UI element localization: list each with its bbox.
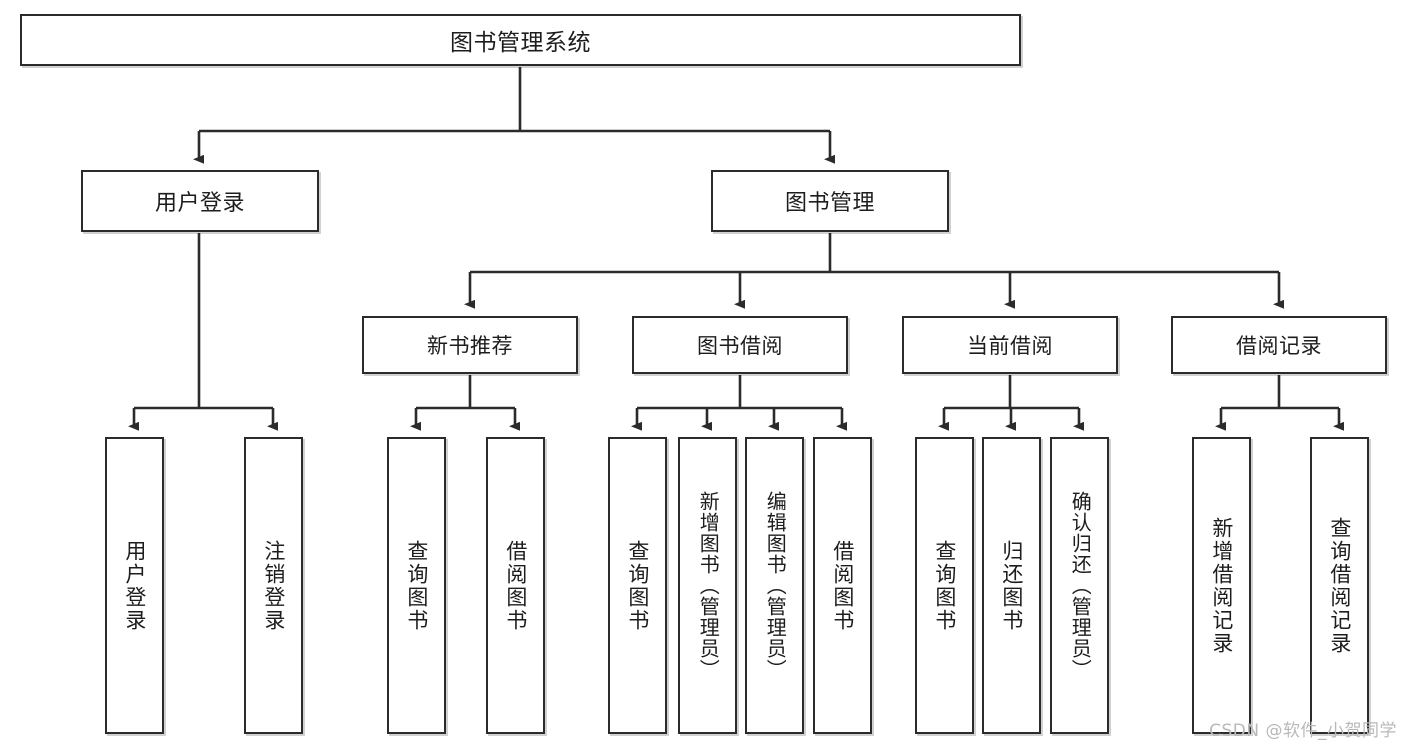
node-label: 新增图书（管理员） bbox=[696, 491, 721, 680]
node-label: 查询图书 bbox=[404, 539, 429, 632]
node-root-system[interactable]: 图书管理系统 bbox=[20, 14, 1021, 66]
node-label: 查询借阅记录 bbox=[1327, 516, 1352, 655]
leaf-user-login[interactable]: 用户登录 bbox=[105, 437, 164, 734]
node-book-borrow[interactable]: 图书借阅 bbox=[632, 316, 848, 374]
leaf-return-book[interactable]: 归还图书 bbox=[982, 437, 1041, 734]
node-borrow-record[interactable]: 借阅记录 bbox=[1171, 316, 1387, 374]
leaf-logout-login[interactable]: 注销登录 bbox=[244, 437, 303, 734]
node-book-management[interactable]: 图书管理 bbox=[711, 170, 949, 232]
csdn-watermark: CSDN @软件_小贺同学 bbox=[1209, 721, 1397, 741]
leaf-borrow-book[interactable]: 借阅图书 bbox=[813, 437, 872, 734]
node-label: 用户登录 bbox=[154, 191, 245, 216]
leaf-query-borrow-record[interactable]: 查询借阅记录 bbox=[1310, 437, 1369, 734]
node-label: 查询图书 bbox=[625, 539, 650, 632]
node-label: 新书推荐 bbox=[427, 334, 513, 358]
leaf-edit-book-admin[interactable]: 编辑图书（管理员） bbox=[745, 437, 804, 734]
node-label: 确认归还（管理员） bbox=[1068, 491, 1093, 680]
node-label: 借阅图书 bbox=[830, 539, 855, 632]
node-label: 借阅记录 bbox=[1236, 334, 1322, 358]
node-label: 用户登录 bbox=[122, 539, 147, 632]
node-label: 新增借阅记录 bbox=[1209, 516, 1234, 655]
leaf-query-book-current[interactable]: 查询图书 bbox=[915, 437, 974, 734]
node-user-login[interactable]: 用户登录 bbox=[81, 170, 319, 232]
node-current-borrow[interactable]: 当前借阅 bbox=[902, 316, 1118, 374]
node-label: 查询图书 bbox=[932, 539, 957, 632]
node-label: 编辑图书（管理员） bbox=[763, 491, 788, 680]
node-label: 注销登录 bbox=[261, 539, 286, 632]
leaf-query-book-borrow[interactable]: 查询图书 bbox=[608, 437, 667, 734]
leaf-add-book-admin[interactable]: 新增图书（管理员） bbox=[678, 437, 737, 734]
leaf-confirm-return-admin[interactable]: 确认归还（管理员） bbox=[1050, 437, 1109, 734]
leaf-add-borrow-record[interactable]: 新增借阅记录 bbox=[1192, 437, 1251, 734]
node-label: 图书管理系统 bbox=[450, 30, 591, 56]
node-label: 当前借阅 bbox=[967, 334, 1053, 358]
node-label: 图书借阅 bbox=[697, 334, 783, 358]
node-label: 借阅图书 bbox=[503, 539, 528, 632]
leaf-borrow-book-recommend[interactable]: 借阅图书 bbox=[486, 437, 545, 734]
node-new-book-recommend[interactable]: 新书推荐 bbox=[362, 316, 578, 374]
node-label: 图书管理 bbox=[784, 191, 875, 216]
leaf-query-book-recommend[interactable]: 查询图书 bbox=[387, 437, 446, 734]
node-label: 归还图书 bbox=[999, 539, 1024, 632]
